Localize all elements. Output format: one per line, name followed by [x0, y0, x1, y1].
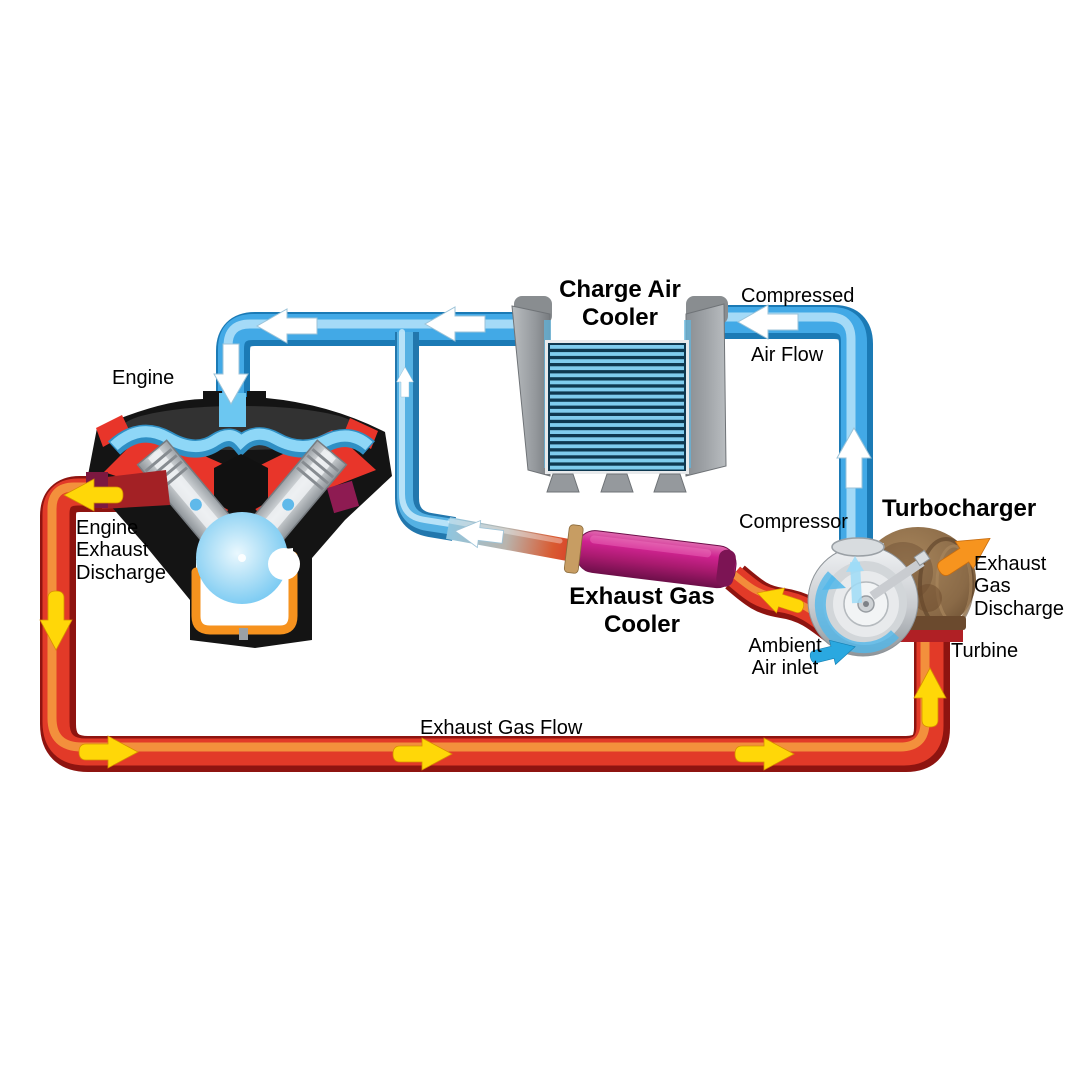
- cooler-core: [548, 343, 686, 471]
- engine-exhaust-discharge-label: Engine Exhaust Discharge: [76, 517, 167, 584]
- exhaust-gas-flow-label: Exhaust Gas Flow: [420, 717, 583, 739]
- turbocharger-component: [807, 527, 976, 657]
- charge-air-cooler-label: Charge Air Cooler: [559, 276, 681, 331]
- air-swirl: [814, 571, 900, 654]
- intake-runner: [110, 426, 373, 452]
- charge-air-cooler-component: [511, 296, 728, 493]
- exhaust-gas-cooler-label: Exhaust Gas Cooler: [569, 583, 715, 638]
- compressor-label: Compressor: [739, 511, 848, 533]
- turbine-inlet-flange: [899, 630, 963, 642]
- shaft-nut: [913, 549, 931, 567]
- charge-air-pipe-compressor-to-cooler: [713, 305, 873, 563]
- egr-pipe-vertical: [395, 329, 456, 541]
- air-flow-label: Air Flow: [751, 344, 824, 366]
- ambient-air-inlet-label: Ambient Air inlet: [748, 635, 822, 680]
- turbocharger-label: Turbocharger: [882, 495, 1037, 522]
- exhaust-pipe-main-loop: [40, 476, 950, 772]
- exhaust-gas-discharge-label: Exhaust Gas Discharge: [974, 553, 1065, 620]
- exhaust-gas-cooler-body: [563, 524, 737, 589]
- drain-bolt: [239, 628, 248, 640]
- engine-assembly: [86, 391, 392, 648]
- compressor-inlet-collar: [831, 537, 885, 557]
- cooler-inlet-collar: [563, 524, 584, 574]
- compressed-label: Compressed: [741, 285, 855, 307]
- turbo-shaft: [869, 558, 925, 600]
- cooler-tank-left: [511, 305, 551, 477]
- cooler-core-fins: [550, 345, 684, 470]
- engine-label: Engine: [112, 367, 175, 389]
- turbine-label: Turbine: [951, 640, 1019, 662]
